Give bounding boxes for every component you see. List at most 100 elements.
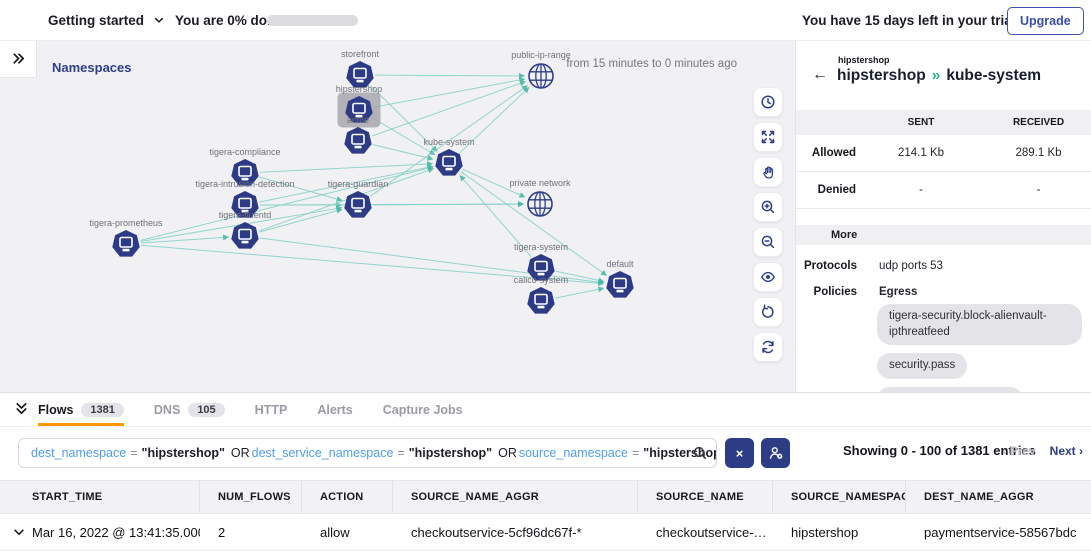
graph-node-tigera-fluentd[interactable] xyxy=(231,222,259,249)
tab-count-badge: 1381 xyxy=(81,402,124,417)
user-gear-icon xyxy=(768,445,784,461)
column-header-num_flows[interactable]: NUM_FLOWS xyxy=(200,481,302,513)
undo-button[interactable] xyxy=(753,297,783,327)
policy-tags: tigera-security.block-alienvault-ipthrea… xyxy=(877,304,1082,392)
graph-node-storefront[interactable] xyxy=(346,61,374,88)
column-header-source_name[interactable]: SOURCE_NAME xyxy=(638,481,773,513)
graph-edge xyxy=(555,286,605,299)
graph-node-label: calico-system xyxy=(514,275,569,285)
graph-edge xyxy=(372,144,434,161)
policies-label: Policies xyxy=(813,286,857,298)
pan-button[interactable] xyxy=(753,157,783,187)
policy-tag[interactable]: tigera-security.block-alienvault-ipthrea… xyxy=(877,304,1082,346)
cell-source_name_aggr: checkoutservice-5cf96dc67f-* xyxy=(411,524,582,540)
refresh-button[interactable] xyxy=(753,332,783,362)
zoom-in-button[interactable] xyxy=(753,192,783,222)
graph-node-label: tigera-prometheus xyxy=(89,218,163,228)
graph-node-tigera-prometheus[interactable] xyxy=(112,230,140,257)
details-panel: hipstershop ← hipstershop»kube-system SE… xyxy=(795,40,1091,392)
filter-token-field: dest_service_namespace xyxy=(251,446,394,460)
graph-node-hipstershop[interactable] xyxy=(337,92,381,128)
back-arrow-icon[interactable]: ← xyxy=(812,66,828,83)
tab-http[interactable]: HTTP xyxy=(254,402,288,417)
cell-start_time: Mar 16, 2022 @ 13:41:35.000 xyxy=(0,514,200,550)
graph-panel-title: Namespaces xyxy=(52,60,132,75)
graph-node-label: hipstershop xyxy=(336,84,383,94)
zoom-in-icon xyxy=(760,199,776,215)
graph-node-default[interactable] xyxy=(606,271,634,298)
column-header-source_name_aggr[interactable]: SOURCE_NAME_AGGR xyxy=(393,481,638,513)
graph-node-tigera-guardian[interactable] xyxy=(344,191,372,218)
zoom-out-button[interactable] xyxy=(753,227,783,257)
cell-source_namespace: hipstershop xyxy=(791,524,859,540)
graph-node-label: public-ip-range xyxy=(511,50,571,60)
time-range-icon xyxy=(760,94,776,110)
tab-capture-jobs[interactable]: Capture Jobs xyxy=(382,402,463,417)
fit-screen-icon xyxy=(760,129,776,145)
graph-labels: storefronthipstershopacmepublic-ip-range… xyxy=(89,49,634,285)
prev-page-button[interactable]: ‹ Prev xyxy=(1002,444,1036,458)
cell-action: allow xyxy=(320,524,350,540)
pan-icon xyxy=(761,165,776,180)
visibility-button[interactable] xyxy=(753,262,783,292)
graph-toolbar xyxy=(753,87,783,362)
graph-edge xyxy=(259,176,343,202)
results-count: Showing 0 - 100 of 1381 entries xyxy=(843,443,1036,458)
clear-filter-button[interactable]: × xyxy=(725,438,754,468)
graph-node-public-ip-range[interactable] xyxy=(528,63,554,89)
collapse-panel-icon[interactable] xyxy=(14,401,29,416)
next-page-button[interactable]: Next › xyxy=(1049,444,1083,458)
search-icon[interactable] xyxy=(692,445,708,461)
graph-node-acme[interactable] xyxy=(344,127,372,154)
filter-token-bool: OR xyxy=(498,446,517,460)
user-settings-button[interactable] xyxy=(761,438,790,468)
double-chevron-right-icon xyxy=(11,51,26,66)
zoom-out-icon xyxy=(760,234,776,250)
graph-node-tigera-compliance[interactable] xyxy=(231,159,259,186)
time-range-button[interactable] xyxy=(753,87,783,117)
graph-node-kube-system[interactable] xyxy=(435,149,463,176)
column-header-start_time[interactable]: START_TIME xyxy=(0,481,200,513)
graph-edge xyxy=(259,161,434,173)
column-header-action[interactable]: ACTION xyxy=(302,481,393,513)
filter-token-bool: OR xyxy=(230,446,250,460)
graph-edge xyxy=(140,234,230,244)
policy-tag[interactable]: platform.allow-kube-dns xyxy=(877,386,1024,392)
policy-tag[interactable]: security.pass xyxy=(877,353,968,379)
upgrade-button[interactable]: Upgrade xyxy=(1007,7,1084,35)
graph-node-label: default xyxy=(606,259,634,269)
graph-edge xyxy=(459,86,530,154)
details-title: hipstershop»kube-system xyxy=(837,67,1041,85)
expand-sidebar-button[interactable] xyxy=(0,40,37,78)
table-row[interactable]: Mar 16, 2022 @ 13:41:35.000 2 allow checkou… xyxy=(0,514,1091,551)
tab-count-badge: 105 xyxy=(188,402,225,417)
tab-alerts[interactable]: Alerts xyxy=(317,402,353,417)
graph-nodes xyxy=(112,61,634,314)
graph-node-private-network[interactable] xyxy=(527,191,553,217)
column-header-source_namespace[interactable]: SOURCE_NAMESPACE xyxy=(773,481,906,513)
flows-table-body: Mar 16, 2022 @ 13:41:35.000 2 allow checkou… xyxy=(0,514,1091,551)
fit-screen-button[interactable] xyxy=(753,122,783,152)
column-header-dest_name_aggr[interactable]: DEST_NAME_AGGR xyxy=(924,491,1034,503)
graph-edge xyxy=(373,77,526,108)
graph-edge xyxy=(460,171,607,276)
graph-node-label: acme xyxy=(347,115,369,125)
expand-row-icon[interactable] xyxy=(12,525,26,539)
graph-node-tigera-system[interactable] xyxy=(527,254,555,281)
cell-num_flows: 2 xyxy=(218,524,226,540)
graph-edge xyxy=(462,168,526,198)
graph-edge xyxy=(370,85,438,152)
getting-started-dropdown[interactable]: Getting started xyxy=(48,0,165,40)
sent-column-header: SENT xyxy=(907,117,935,128)
graph-node-calico-system[interactable] xyxy=(527,287,555,314)
graph-node-tigera-intrusion-detection[interactable] xyxy=(231,191,259,218)
